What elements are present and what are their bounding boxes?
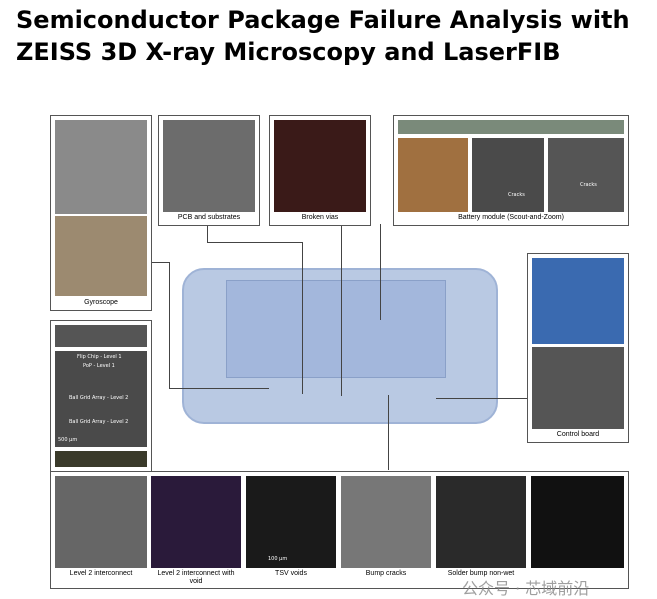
level2-void-image <box>151 476 241 568</box>
smartphone-xray <box>182 268 498 424</box>
connector <box>380 224 381 320</box>
connector <box>436 398 528 399</box>
battery-zoom-image: Cracks <box>548 138 624 212</box>
vias-image <box>274 120 366 212</box>
battery-scout-image <box>398 120 624 134</box>
battery-3d-image <box>398 138 468 212</box>
tsv-image: 100 µm <box>246 476 336 568</box>
interconnect-panel: Flip Chip - Level 1 PoP - Level 1 Ball G… <box>50 320 152 472</box>
watermark: 公众号 · 芯域前沿 <box>462 579 590 598</box>
caption: Level 2 interconnect <box>69 570 133 577</box>
caption: Solder bump non-wet <box>447 570 515 577</box>
caption: PCB and substrates <box>177 214 241 221</box>
connector <box>302 242 303 394</box>
caption: Broken vias <box>301 214 339 221</box>
connector <box>388 395 389 470</box>
battery-crack-image: Cracks <box>472 138 544 212</box>
control-board-panel: Control board <box>527 253 629 443</box>
caption: Level 2 interconnect with void <box>157 570 235 585</box>
layer-image <box>55 451 147 467</box>
level2-image <box>55 476 147 568</box>
gyroscope-panel: Gyroscope <box>50 115 152 311</box>
pcb-image <box>163 120 255 212</box>
gyroscope-image <box>55 120 147 214</box>
caption: TSV voids <box>275 570 307 577</box>
solder-balls-image <box>531 476 624 568</box>
page-title: Semiconductor Package Failure Analysis w… <box>16 6 630 66</box>
connector <box>169 388 269 389</box>
control-board-slice-image <box>532 347 624 429</box>
gyroscope-3d-image <box>55 216 147 296</box>
caption: Control board <box>556 431 600 438</box>
package-overview-image <box>55 325 147 347</box>
battery-panel: Cracks Cracks Battery module (Scout-and-… <box>393 115 629 226</box>
connector <box>151 262 169 263</box>
control-board-3d-image <box>532 258 624 344</box>
caption: Gyroscope <box>84 299 118 306</box>
connector <box>169 262 170 388</box>
connector <box>207 224 208 242</box>
bump-image <box>341 476 431 568</box>
phone-screen <box>226 280 446 378</box>
solder-image <box>436 476 526 568</box>
connector <box>341 224 342 396</box>
caption: Bump cracks <box>365 570 407 577</box>
bottom-panel: 100 µm Level 2 interconnect Level 2 inte… <box>50 471 629 589</box>
connector <box>207 242 302 243</box>
bga-image: Flip Chip - Level 1 PoP - Level 1 Ball G… <box>55 351 147 447</box>
vias-panel: Broken vias <box>269 115 371 226</box>
caption: Battery module (Scout-and-Zoom) <box>458 214 564 221</box>
pcb-panel: PCB and substrates <box>158 115 260 226</box>
